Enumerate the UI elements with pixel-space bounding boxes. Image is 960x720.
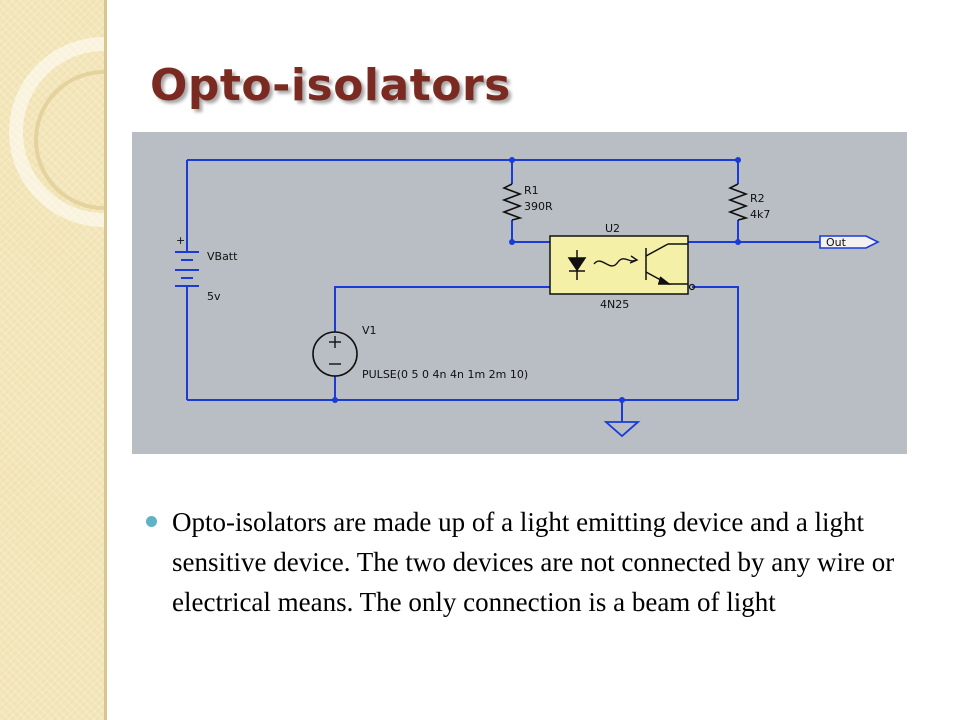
opto-name-label: U2 xyxy=(605,222,620,235)
r2-resistor-symbol xyxy=(727,183,749,221)
circuit-wires xyxy=(186,159,820,422)
circuit-diagram: + VBatt 5v R1 390R R2 4k7 U2 xyxy=(132,132,907,454)
light-beam-arrows xyxy=(593,255,639,267)
decorative-circles xyxy=(9,37,104,227)
source-spec-label: PULSE(0 5 0 4n 4n 1m 2m 10) xyxy=(362,368,528,381)
slide-title: Opto-isolators xyxy=(150,60,511,111)
ground-symbol xyxy=(603,421,641,438)
battery-symbol xyxy=(175,251,199,290)
side-band-edge xyxy=(104,0,107,720)
junction-dots xyxy=(332,157,741,403)
decorative-side-band xyxy=(0,0,104,720)
battery-plus-sign: + xyxy=(176,234,185,247)
battery-name-label: VBatt xyxy=(207,250,238,263)
r1-resistor-symbol xyxy=(501,183,523,221)
bullet-text: Opto-isolators are made up of a light em… xyxy=(172,507,895,617)
r1-value-label: 390R xyxy=(524,200,553,213)
output-port-symbol xyxy=(819,235,880,249)
r2-name-label: R2 xyxy=(750,192,765,205)
bullet-list: Opto-isolators are made up of a light em… xyxy=(146,502,906,622)
diagram-background xyxy=(132,132,907,454)
bullet-point-icon xyxy=(146,516,157,527)
r2-value-label: 4k7 xyxy=(750,208,770,221)
pulse-source-symbol xyxy=(312,331,358,377)
led-symbol xyxy=(567,250,587,280)
source-name-label: V1 xyxy=(362,324,377,337)
emitter-pin xyxy=(688,283,696,291)
phototransistor-symbol xyxy=(645,243,688,285)
battery-value-label: 5v xyxy=(207,290,221,303)
opto-part-label: 4N25 xyxy=(600,298,629,311)
output-label: Out xyxy=(826,236,847,249)
r1-name-label: R1 xyxy=(524,184,539,197)
circuit-schematic: + VBatt 5v R1 390R R2 4k7 U2 xyxy=(132,132,907,454)
